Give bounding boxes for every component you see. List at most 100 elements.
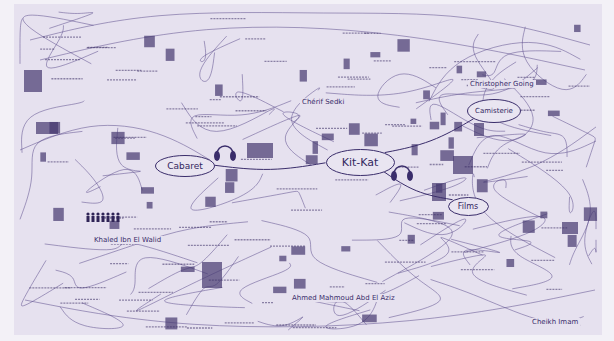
handwritten-note bbox=[166, 108, 197, 109]
photo-thumbnail bbox=[36, 122, 58, 134]
scribble-line bbox=[283, 112, 334, 142]
figure-row bbox=[111, 212, 114, 222]
connector-line bbox=[215, 163, 326, 170]
photo-thumbnail bbox=[364, 134, 378, 147]
photo-thumbnail bbox=[433, 212, 444, 220]
handwritten-note bbox=[209, 280, 239, 281]
scribble-line bbox=[261, 221, 377, 283]
figure-row bbox=[86, 212, 89, 222]
photo-thumbnail bbox=[477, 179, 488, 192]
scribble-line bbox=[431, 279, 584, 322]
scribble-line bbox=[240, 263, 291, 304]
scribble-line bbox=[21, 260, 63, 306]
handwritten-note bbox=[162, 264, 194, 265]
scribble-line bbox=[46, 25, 98, 68]
handwritten-note bbox=[365, 283, 384, 284]
handwritten-note bbox=[187, 327, 212, 328]
scribble-line bbox=[191, 101, 291, 139]
handwritten-note bbox=[264, 61, 286, 62]
handwritten-note bbox=[335, 179, 368, 180]
scribble-line bbox=[243, 115, 312, 165]
scribble-line bbox=[439, 67, 538, 114]
handwritten-note bbox=[139, 292, 173, 293]
photo-thumbnail bbox=[477, 71, 486, 77]
handwritten-note bbox=[522, 162, 562, 163]
handwritten-label: Christopher Going bbox=[468, 80, 536, 88]
handwritten-note bbox=[137, 71, 157, 72]
photo-thumbnail bbox=[440, 150, 454, 161]
handwritten-note bbox=[115, 138, 135, 139]
photo-thumbnail bbox=[53, 208, 64, 221]
handwritten-note bbox=[220, 96, 259, 97]
scribble-line bbox=[236, 74, 284, 112]
handwritten-note bbox=[29, 287, 70, 288]
handwritten-note bbox=[429, 67, 447, 68]
handwritten-note bbox=[546, 289, 562, 290]
scribble-line bbox=[382, 212, 452, 282]
topic-oval: Camisterie bbox=[467, 99, 521, 123]
handwritten-note bbox=[210, 221, 228, 222]
photo-thumbnail bbox=[474, 123, 484, 136]
handwritten-note bbox=[454, 61, 496, 62]
photo-thumbnail bbox=[166, 49, 175, 61]
node-text: Films bbox=[458, 202, 478, 211]
central-oval: Kit-Kat bbox=[326, 149, 395, 176]
topic-oval: Cabaret bbox=[155, 155, 215, 177]
photo-thumbnail bbox=[430, 122, 439, 130]
photo-thumbnail bbox=[457, 66, 463, 74]
handwritten-note bbox=[107, 79, 137, 80]
scribble-line bbox=[494, 179, 542, 217]
handwritten-note bbox=[134, 228, 171, 229]
figure-row bbox=[106, 212, 109, 222]
handwritten-note bbox=[399, 240, 414, 241]
photo-thumbnail bbox=[568, 235, 577, 247]
handwritten-note bbox=[419, 214, 443, 215]
photo-thumbnail bbox=[349, 123, 360, 135]
scribble-line bbox=[200, 39, 240, 62]
handwritten-note bbox=[364, 33, 380, 34]
handwritten-note bbox=[531, 260, 554, 261]
photo-thumbnail bbox=[147, 202, 153, 209]
figure-row bbox=[96, 212, 99, 222]
handwritten-note bbox=[179, 227, 211, 228]
handwritten-note bbox=[43, 36, 82, 37]
photo-thumbnail bbox=[574, 25, 580, 32]
photo-thumbnail bbox=[300, 70, 307, 82]
handwritten-note bbox=[276, 324, 316, 325]
handwritten-note bbox=[110, 263, 128, 264]
handwritten-note bbox=[343, 32, 368, 33]
scribble-line bbox=[20, 18, 23, 63]
handwritten-note bbox=[392, 125, 422, 126]
topic-oval: Films bbox=[448, 197, 489, 216]
handwritten-note bbox=[327, 86, 355, 87]
handwritten-note bbox=[210, 18, 245, 19]
handwritten-note bbox=[293, 327, 337, 328]
photo-thumbnail bbox=[247, 143, 273, 158]
scribble-line bbox=[79, 222, 248, 264]
photo-thumbnail bbox=[411, 119, 417, 124]
photo-thumbnail bbox=[126, 152, 139, 160]
photo-thumbnail bbox=[273, 287, 286, 293]
handwritten-note bbox=[517, 77, 534, 78]
connector-line bbox=[385, 119, 474, 153]
handwritten-note bbox=[241, 159, 272, 160]
scribble-line bbox=[25, 290, 595, 327]
scribble-line bbox=[56, 270, 127, 288]
handwritten-note bbox=[236, 110, 267, 111]
scribble-line bbox=[49, 12, 93, 28]
handwritten-note bbox=[75, 299, 99, 300]
handwritten-note bbox=[546, 170, 563, 171]
scribble-line bbox=[429, 42, 580, 101]
scribble-line bbox=[30, 13, 590, 45]
handwritten-note bbox=[541, 227, 567, 228]
photo-thumbnail bbox=[584, 207, 597, 221]
handwritten-note bbox=[520, 96, 550, 97]
scribble-line bbox=[469, 135, 596, 165]
scribble-line bbox=[377, 240, 440, 317]
handwritten-note bbox=[195, 116, 211, 117]
handwritten-note bbox=[374, 60, 392, 61]
headphones bbox=[214, 146, 236, 161]
handwritten-note bbox=[362, 133, 382, 134]
scribble-line bbox=[103, 128, 141, 176]
